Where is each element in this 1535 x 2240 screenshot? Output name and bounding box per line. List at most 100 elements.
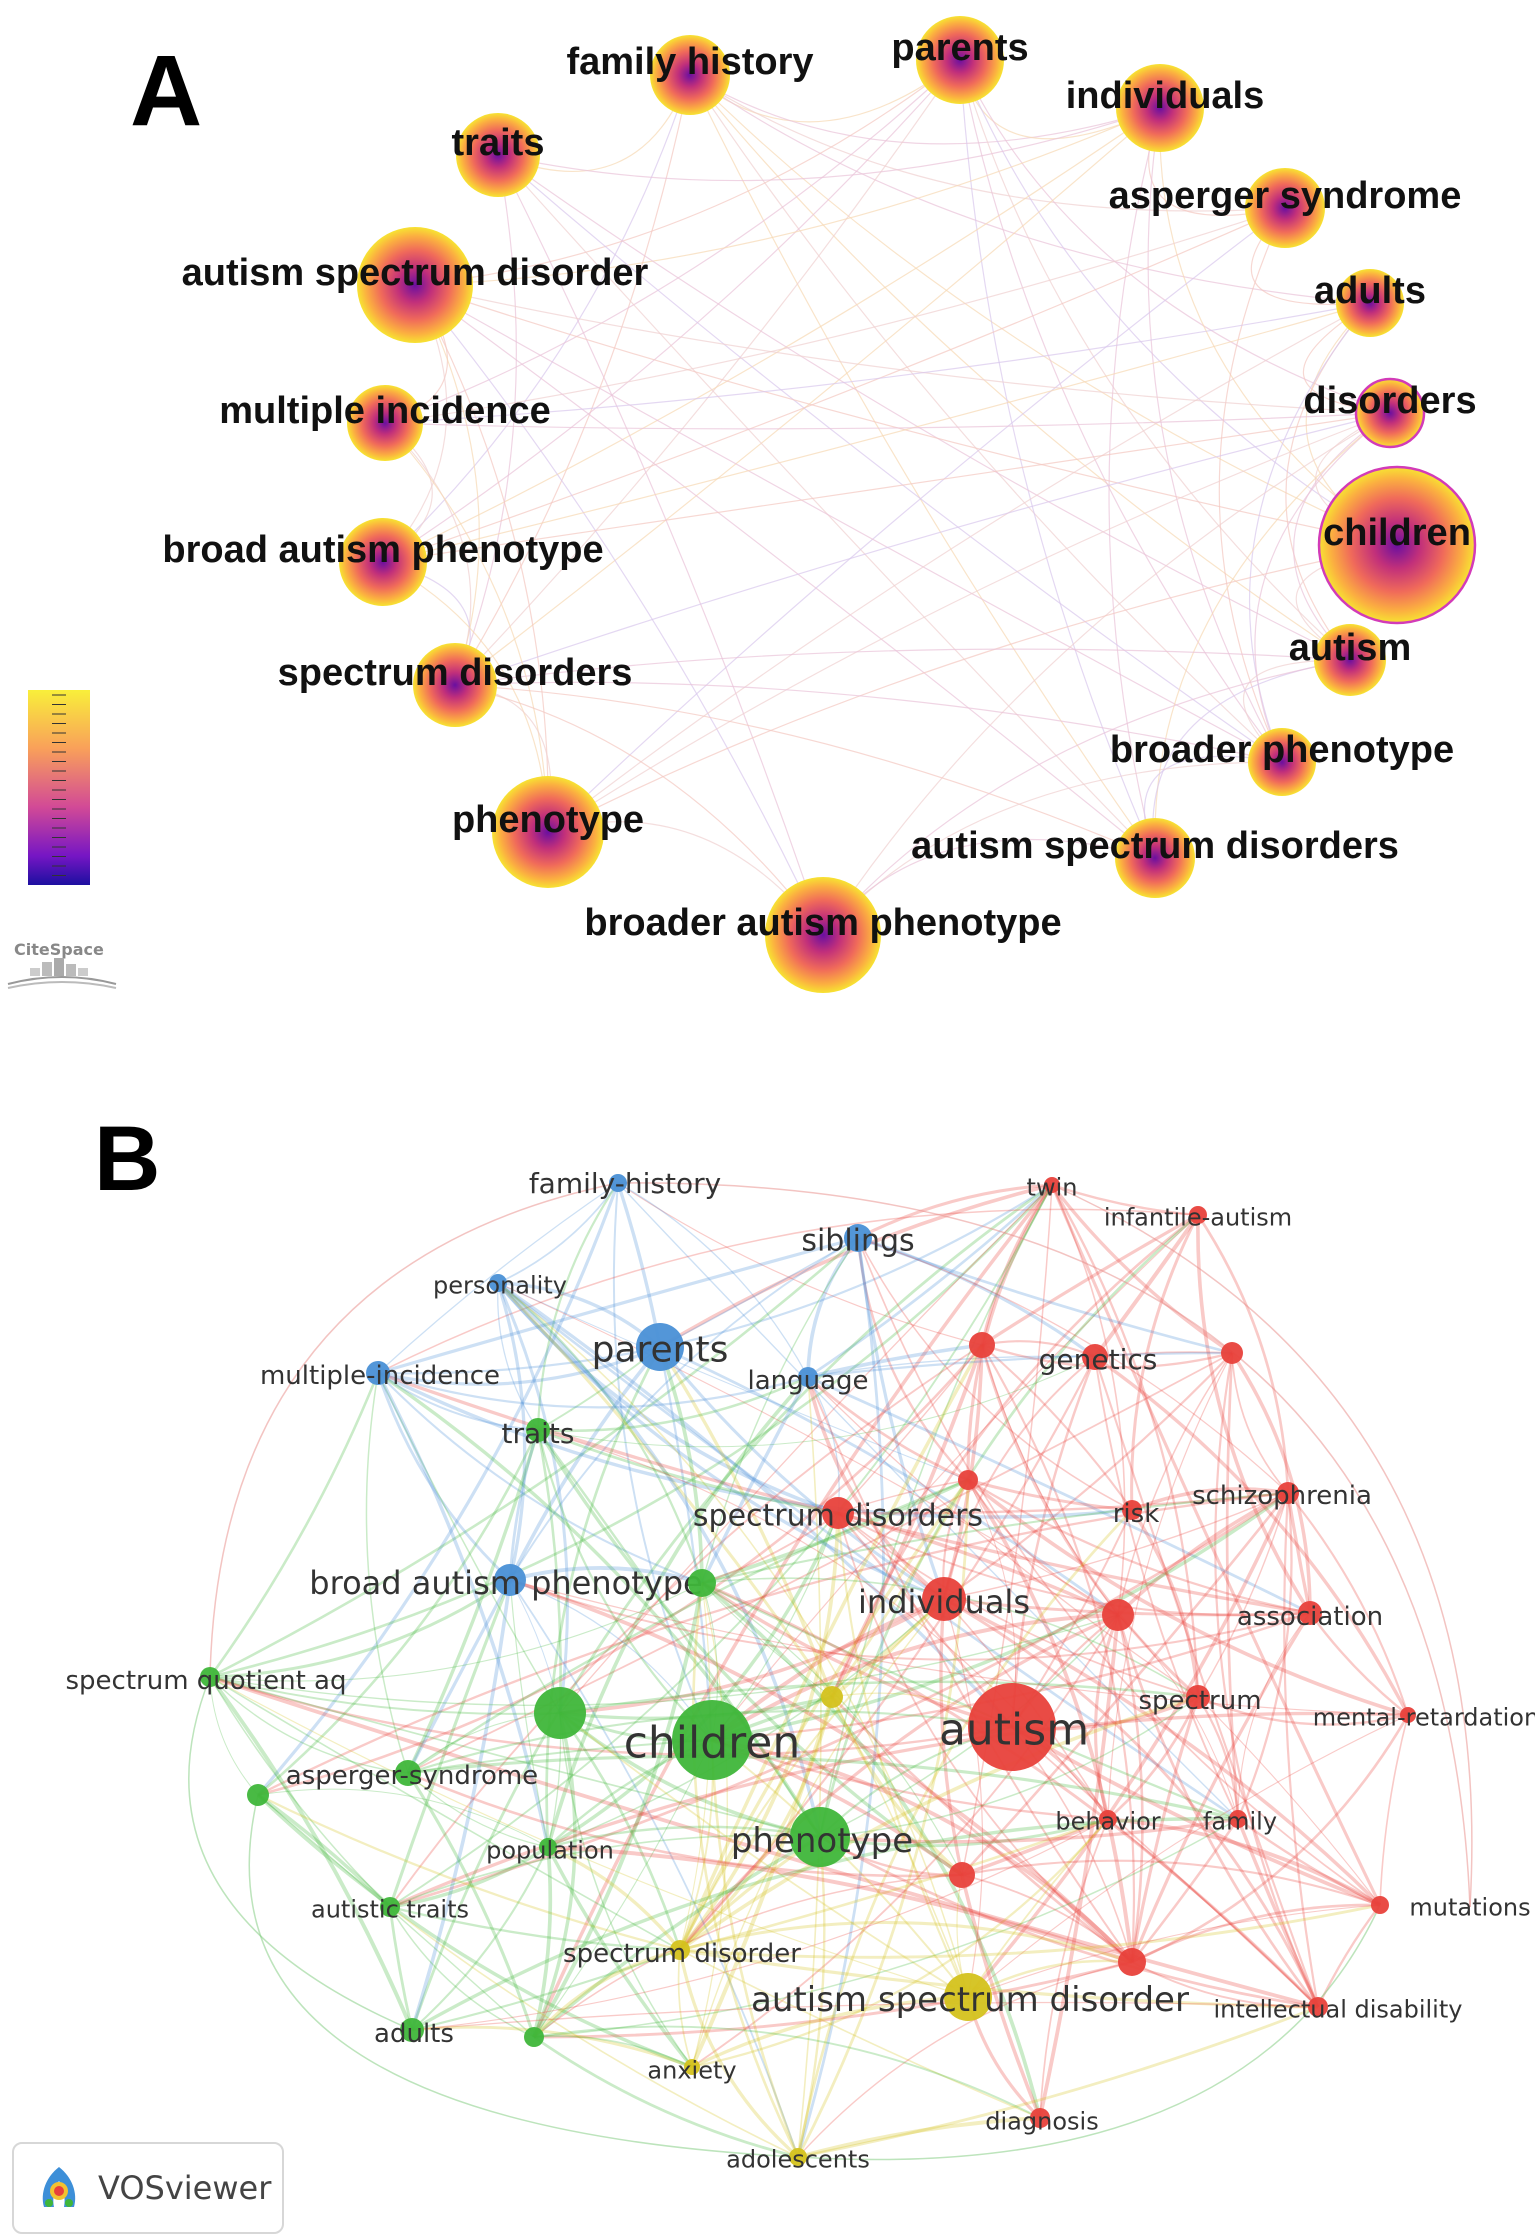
node-individuals[interactable]: individuals bbox=[1066, 64, 1264, 152]
node-circle[interactable] bbox=[1248, 728, 1316, 796]
node-circle[interactable] bbox=[1116, 64, 1204, 152]
node-circle[interactable] bbox=[347, 385, 423, 461]
node-adults[interactable]: adults bbox=[374, 2018, 454, 2049]
node-unlabeled[interactable] bbox=[1221, 1342, 1243, 1364]
node-unlabeled[interactable] bbox=[524, 2027, 544, 2047]
node-siblings[interactable]: siblings bbox=[801, 1224, 914, 1259]
node-asperger-syndrome[interactable]: asperger syndrome bbox=[1109, 168, 1462, 248]
node-circle[interactable] bbox=[494, 1564, 526, 1596]
node-autism[interactable]: autism bbox=[939, 1683, 1089, 1771]
node-circle[interactable] bbox=[1044, 1177, 1060, 1193]
node-circle[interactable] bbox=[790, 1807, 850, 1867]
node-circle[interactable] bbox=[1400, 1707, 1416, 1723]
node-parents[interactable]: parents bbox=[891, 16, 1029, 104]
node-mutations[interactable]: mutations bbox=[1371, 1893, 1531, 1921]
node-autism-spectrum-disorder[interactable]: autism spectrum disorder bbox=[182, 227, 649, 343]
node-family-history[interactable]: family-history bbox=[529, 1167, 721, 1200]
node-spectrum-quotient-aq[interactable]: spectrum quotient aq bbox=[66, 1666, 347, 1696]
node-traits[interactable]: traits bbox=[452, 113, 545, 197]
node-circle[interactable] bbox=[609, 1174, 627, 1192]
node-circle[interactable] bbox=[821, 1686, 843, 1708]
node-circle[interactable] bbox=[684, 2059, 700, 2075]
node-circle[interactable] bbox=[366, 1361, 390, 1385]
node-children[interactable]: children bbox=[1317, 465, 1477, 625]
node-unlabeled[interactable] bbox=[688, 1569, 716, 1597]
node-circle[interactable] bbox=[380, 1897, 400, 1917]
node-circle[interactable] bbox=[1317, 465, 1477, 625]
node-adolescents[interactable]: adolescents bbox=[726, 2145, 870, 2173]
node-language[interactable]: language bbox=[747, 1366, 868, 1396]
node-unlabeled[interactable] bbox=[1102, 1599, 1134, 1631]
node-circle[interactable] bbox=[1354, 377, 1426, 449]
node-circle[interactable] bbox=[636, 1323, 684, 1371]
node-circle[interactable] bbox=[1189, 1206, 1207, 1224]
node-autism-spectrum-disorder[interactable]: autism spectrum disorder bbox=[751, 1973, 1189, 2021]
node-circle[interactable] bbox=[1308, 1997, 1328, 2017]
node-circle[interactable] bbox=[968, 1683, 1056, 1771]
node-autistic-traits[interactable]: autistic traits bbox=[311, 1895, 469, 1923]
node-genetics[interactable]: genetics bbox=[1039, 1343, 1158, 1376]
node-individuals[interactable]: individuals bbox=[858, 1577, 1030, 1621]
node-circle[interactable] bbox=[916, 16, 1004, 104]
node-unlabeled[interactable] bbox=[534, 1687, 586, 1739]
node-intellectual-disability[interactable]: intellectual disability bbox=[1214, 1995, 1463, 2023]
node-parents[interactable]: parents bbox=[592, 1323, 729, 1371]
node-circle[interactable] bbox=[1115, 818, 1195, 898]
node-circle[interactable] bbox=[1371, 1896, 1389, 1914]
node-multiple-incidence[interactable]: multiple-incidence bbox=[260, 1361, 500, 1391]
node-spectrum-disorders[interactable]: spectrum disorders bbox=[278, 643, 633, 727]
node-diagnosis[interactable]: diagnosis bbox=[985, 2107, 1098, 2135]
node-spectrum-disorders[interactable]: spectrum disorders bbox=[693, 1497, 983, 1534]
node-circle[interactable] bbox=[650, 35, 730, 115]
node-circle[interactable] bbox=[247, 1784, 269, 1806]
node-family-history[interactable]: family history bbox=[566, 35, 814, 115]
node-association[interactable]: association bbox=[1237, 1601, 1383, 1632]
node-broad-autism-phenotype[interactable]: broad autism phenotype bbox=[162, 518, 604, 606]
node-spectrum[interactable]: spectrum bbox=[1138, 1685, 1262, 1716]
node-population[interactable]: population bbox=[486, 1836, 614, 1864]
node-autism-spectrum-disorders[interactable]: autism spectrum disorders bbox=[911, 818, 1399, 898]
node-circle[interactable] bbox=[789, 2148, 807, 2166]
node-asperger-syndrome[interactable]: asperger-syndrome bbox=[286, 1760, 538, 1791]
node-circle[interactable] bbox=[798, 1367, 818, 1387]
node-unlabeled[interactable] bbox=[949, 1862, 975, 1888]
node-circle[interactable] bbox=[534, 1687, 586, 1739]
node-multiple-incidence[interactable]: multiple incidence bbox=[219, 385, 551, 461]
node-circle[interactable] bbox=[944, 1973, 992, 2021]
node-schizophrenia[interactable]: schizophrenia bbox=[1192, 1481, 1372, 1511]
node-personality[interactable]: personality bbox=[433, 1271, 567, 1299]
node-disorders[interactable]: disorders bbox=[1303, 377, 1477, 449]
node-risk[interactable]: risk bbox=[1113, 1499, 1160, 1529]
node-circle[interactable] bbox=[1082, 1344, 1108, 1370]
node-broad-autism-phenotype[interactable]: broad autism phenotype bbox=[309, 1564, 703, 1602]
node-circle[interactable] bbox=[492, 776, 604, 888]
node-circle[interactable] bbox=[539, 1838, 557, 1856]
node-circle[interactable] bbox=[1102, 1599, 1134, 1631]
node-circle[interactable] bbox=[688, 1569, 716, 1597]
node-unlabeled[interactable] bbox=[821, 1686, 843, 1708]
node-infantile-autism[interactable]: infantile-autism bbox=[1104, 1203, 1292, 1231]
node-phenotype[interactable]: phenotype bbox=[452, 776, 644, 888]
node-circle[interactable] bbox=[200, 1667, 220, 1687]
node-circle[interactable] bbox=[949, 1862, 975, 1888]
node-anxiety[interactable]: anxiety bbox=[647, 2056, 736, 2084]
node-circle[interactable] bbox=[844, 1224, 872, 1252]
node-circle[interactable] bbox=[672, 1700, 752, 1780]
node-family[interactable]: family bbox=[1203, 1807, 1277, 1835]
node-children[interactable]: children bbox=[624, 1700, 801, 1780]
node-broader-phenotype[interactable]: broader phenotype bbox=[1110, 728, 1454, 796]
node-circle[interactable] bbox=[413, 643, 497, 727]
node-circle[interactable] bbox=[400, 2018, 424, 2042]
node-circle[interactable] bbox=[1118, 1948, 1146, 1976]
node-circle[interactable] bbox=[922, 1577, 966, 1621]
node-circle[interactable] bbox=[1099, 1810, 1117, 1828]
node-circle[interactable] bbox=[395, 1760, 421, 1786]
node-circle[interactable] bbox=[1122, 1500, 1142, 1520]
node-mental-retardation[interactable]: mental-retardation bbox=[1313, 1703, 1535, 1731]
node-circle[interactable] bbox=[1314, 624, 1386, 696]
node-behavior[interactable]: behavior bbox=[1055, 1807, 1160, 1835]
node-circle[interactable] bbox=[670, 1940, 690, 1960]
node-spectrum-disorder[interactable]: spectrum disorder bbox=[563, 1939, 801, 1969]
node-circle[interactable] bbox=[489, 1274, 507, 1292]
node-circle[interactable] bbox=[1298, 1601, 1322, 1625]
